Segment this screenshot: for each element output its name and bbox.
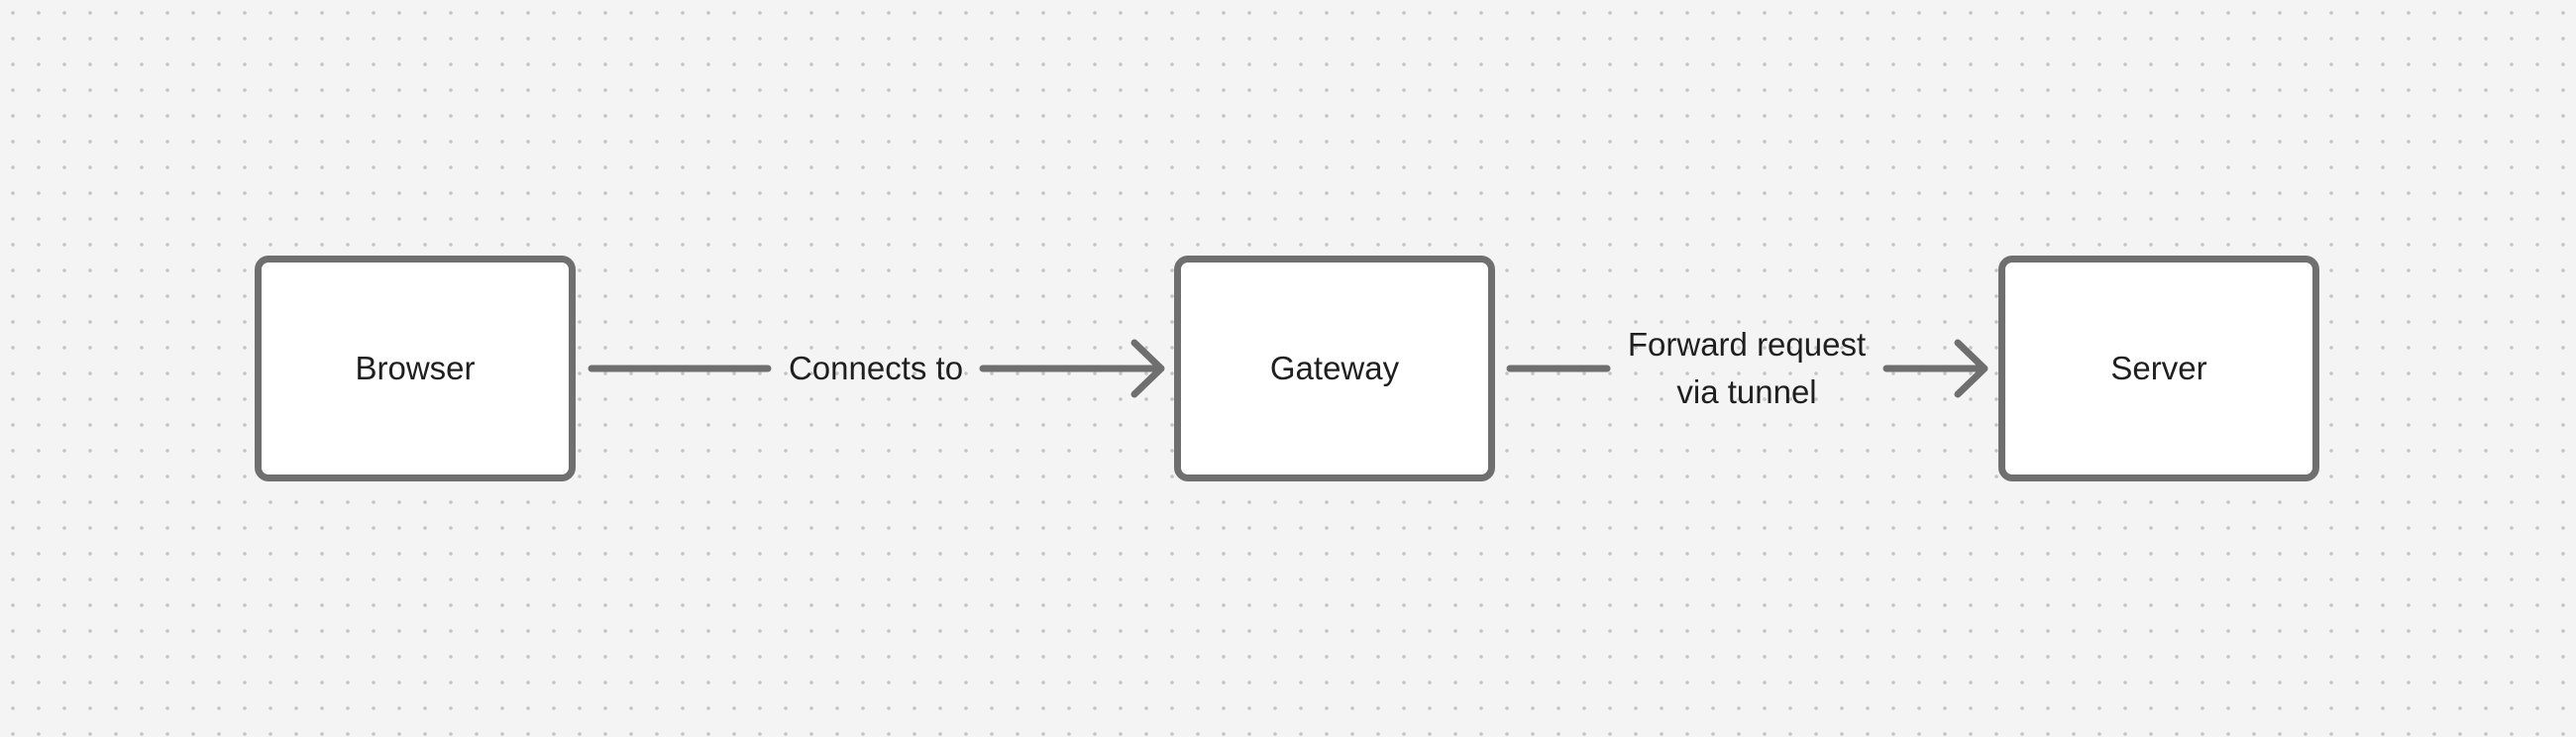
node-server[interactable]: Server (1998, 256, 2319, 481)
node-label: Gateway (1269, 350, 1400, 386)
node-gateway[interactable]: Gateway (1174, 256, 1495, 481)
node-label: Browser (355, 350, 476, 386)
arrowhead-icon (1954, 339, 1988, 398)
node-browser[interactable]: Browser (255, 256, 576, 481)
edge-label-connects-to[interactable]: Connects to (788, 350, 964, 386)
edge-label-forward-request[interactable]: Forward request via tunnel (1627, 326, 1867, 410)
node-label: Server (2110, 350, 2207, 386)
arrowhead-icon (1130, 339, 1165, 398)
